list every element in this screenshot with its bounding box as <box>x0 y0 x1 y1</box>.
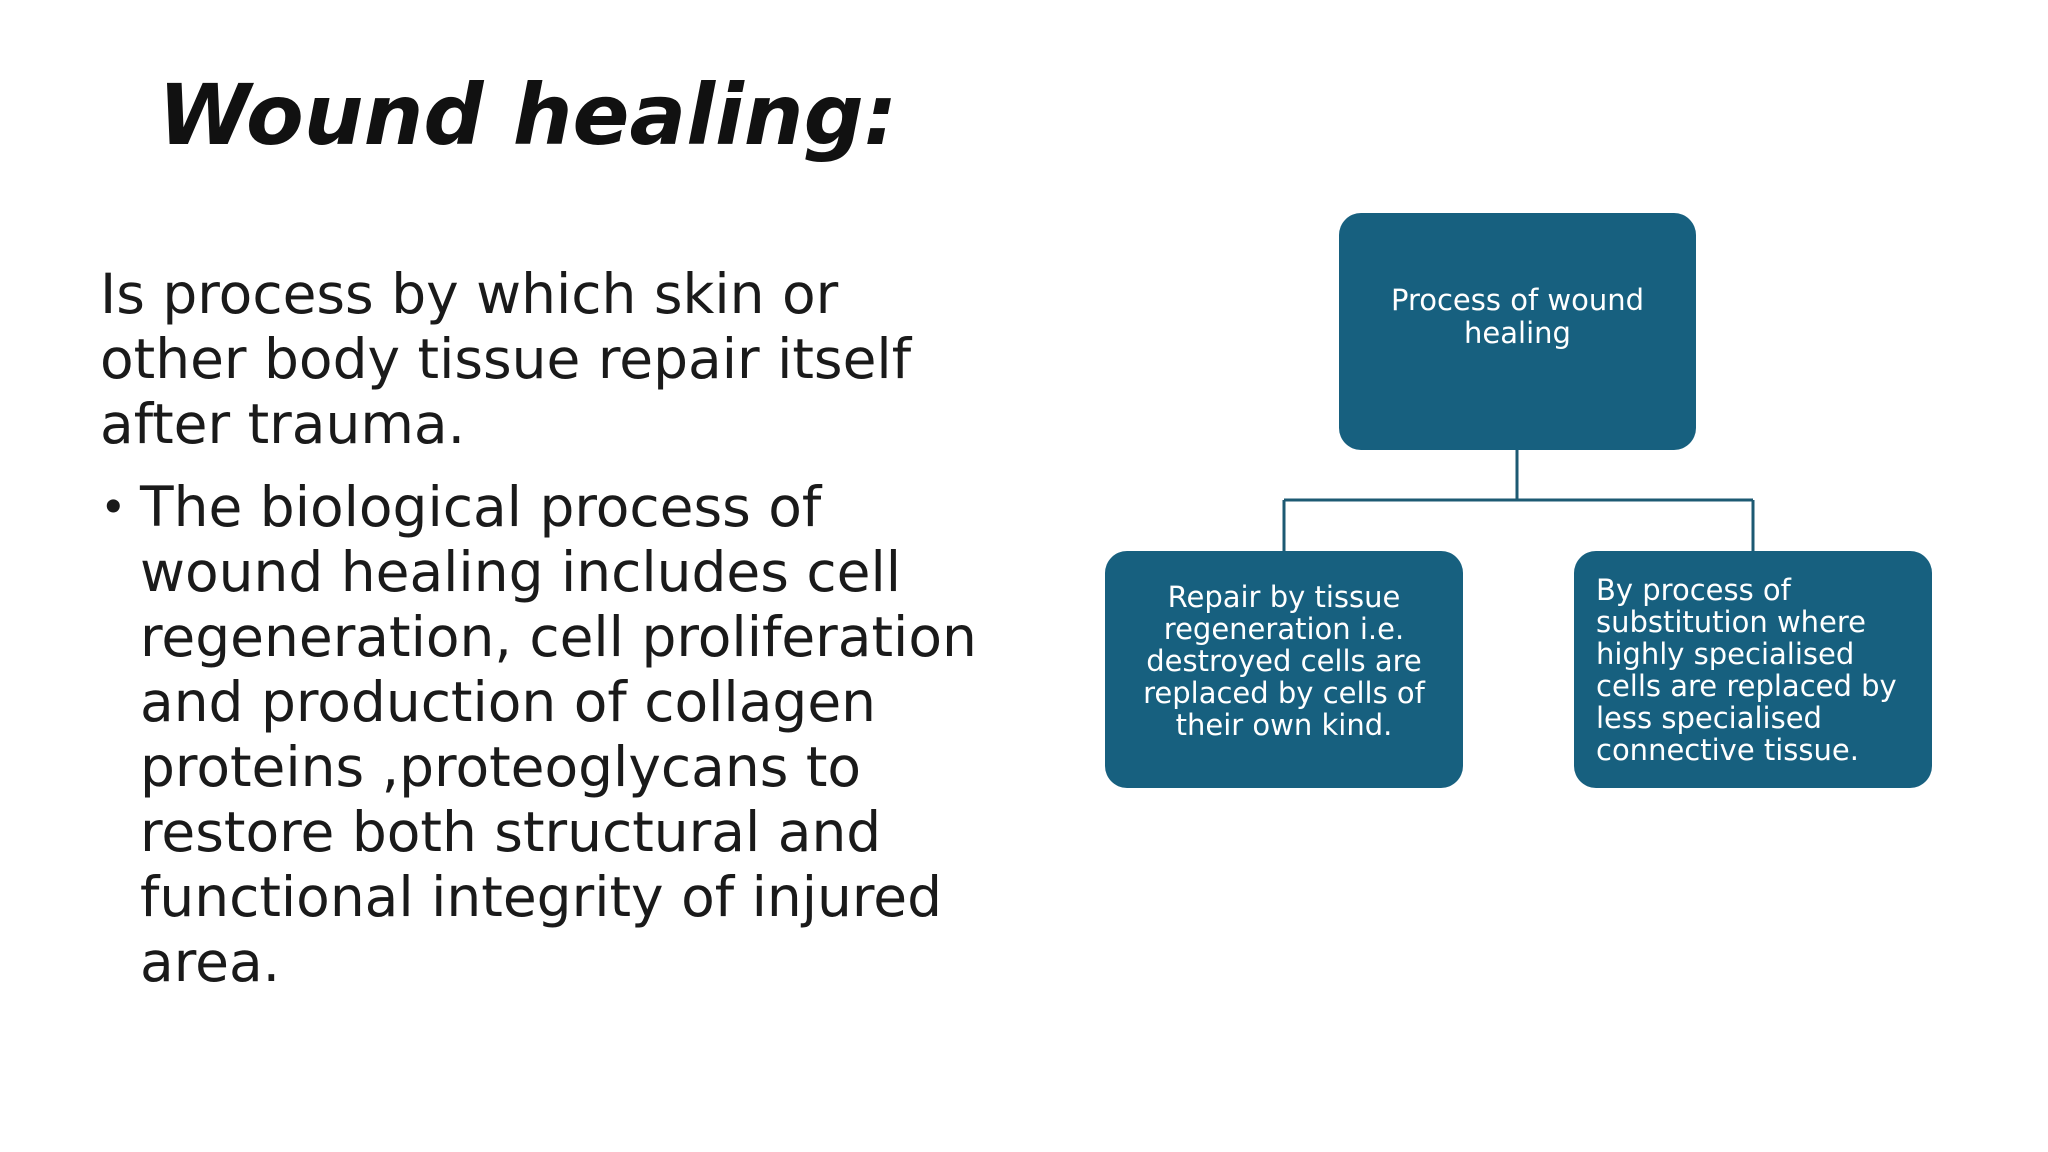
body-text: Is process by which skin or other body t… <box>100 262 980 995</box>
node-repair-by-regeneration: Repair by tissue regeneration i.e. destr… <box>1105 551 1463 788</box>
node-right-label: By process of substitution where highly … <box>1596 572 1897 767</box>
node-root-label: Process of wound healing <box>1390 282 1645 350</box>
node-left-label: Repair by tissue regeneration i.e. destr… <box>1143 579 1425 742</box>
bullet-item: • The biological process of wound healin… <box>100 475 980 995</box>
bullet-dot-icon: • <box>100 481 127 534</box>
bullet-text: The biological process of wound healing … <box>140 475 977 994</box>
lead-paragraph: Is process by which skin or other body t… <box>100 262 912 456</box>
slide-title: Wound healing: <box>158 66 898 164</box>
node-substitution: By process of substitution where highly … <box>1574 551 1932 788</box>
node-process-of-wound-healing: Process of wound healing <box>1339 213 1696 450</box>
